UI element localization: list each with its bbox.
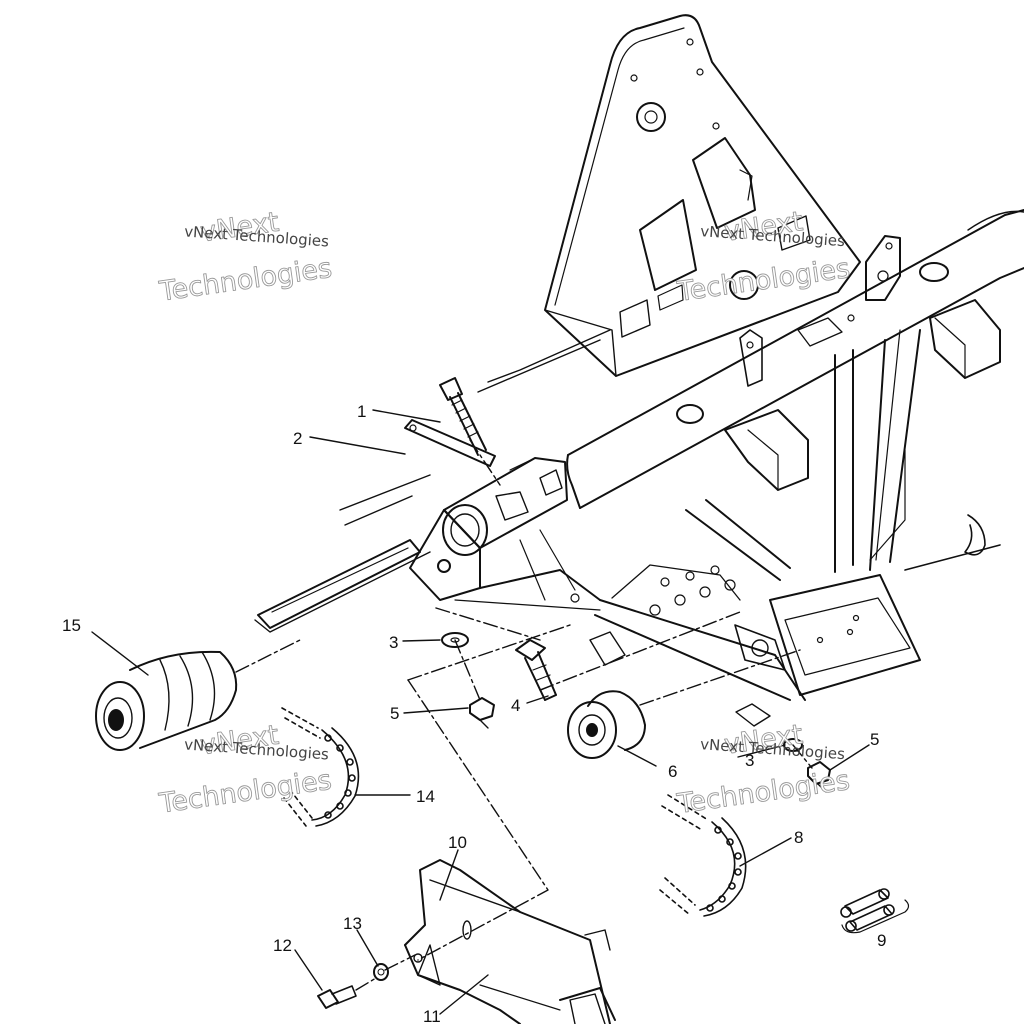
watermark-bottom-right: vNext vNext Technologies Technologies (674, 719, 852, 821)
watermark-small: vNext Technologies (700, 735, 846, 763)
watermark-top-left: vNext vNext Technologies Technologies (156, 206, 334, 308)
callout-3b: 3 (745, 751, 754, 770)
callout-3: 3 (389, 633, 398, 652)
watermark-large-bottom: Technologies (675, 765, 852, 820)
callout-labels: 1 2 3 4 5 6 3 5 8 9 10 11 12 13 14 15 (62, 402, 886, 1026)
callout-8: 8 (794, 828, 803, 847)
watermark-large-bottom: Technologies (157, 253, 334, 308)
callout-14: 14 (416, 787, 435, 806)
pivot-bracket (254, 457, 806, 727)
callout-12: 12 (273, 936, 292, 955)
leader-lines (91, 409, 870, 1015)
roller-15 (95, 650, 238, 751)
callout-2: 2 (293, 429, 302, 448)
watermark-small: vNext Technologies (700, 222, 846, 250)
watermark-large-bottom: Technologies (675, 253, 852, 308)
upright-frame (544, 14, 861, 377)
watermark-top-right: vNext vNext Technologies Technologies (674, 206, 852, 309)
nut-5 (469, 697, 495, 729)
callout-5b: 5 (870, 730, 879, 749)
callout-13: 13 (343, 914, 362, 933)
connecting-link-9 (840, 888, 910, 934)
callout-9: 9 (877, 931, 886, 950)
callout-10: 10 (448, 833, 467, 852)
callout-11: 11 (423, 1007, 441, 1024)
chain-14 (281, 707, 360, 827)
main-rail (477, 209, 1024, 509)
watermark-bottom-left: vNext vNext Technologies Technologies (156, 719, 334, 820)
washer-3 (441, 632, 469, 648)
chain-8 (659, 794, 747, 917)
callout-6: 6 (668, 762, 677, 781)
assembly-centerlines (235, 439, 813, 991)
bolt-4 (515, 639, 557, 701)
idler-wheel-6 (567, 690, 646, 759)
bolt-1 (439, 377, 487, 456)
callout-15: 15 (62, 616, 81, 635)
chain-case-11 (404, 859, 616, 1025)
callout-4: 4 (511, 696, 520, 715)
washer-13 (373, 963, 389, 981)
callout-5: 5 (390, 704, 399, 723)
callout-1: 1 (357, 402, 366, 421)
support-struts (685, 329, 1001, 696)
nut-5b (807, 761, 831, 793)
bolt-12 (317, 985, 357, 1009)
lock-plate-2 (404, 419, 496, 467)
